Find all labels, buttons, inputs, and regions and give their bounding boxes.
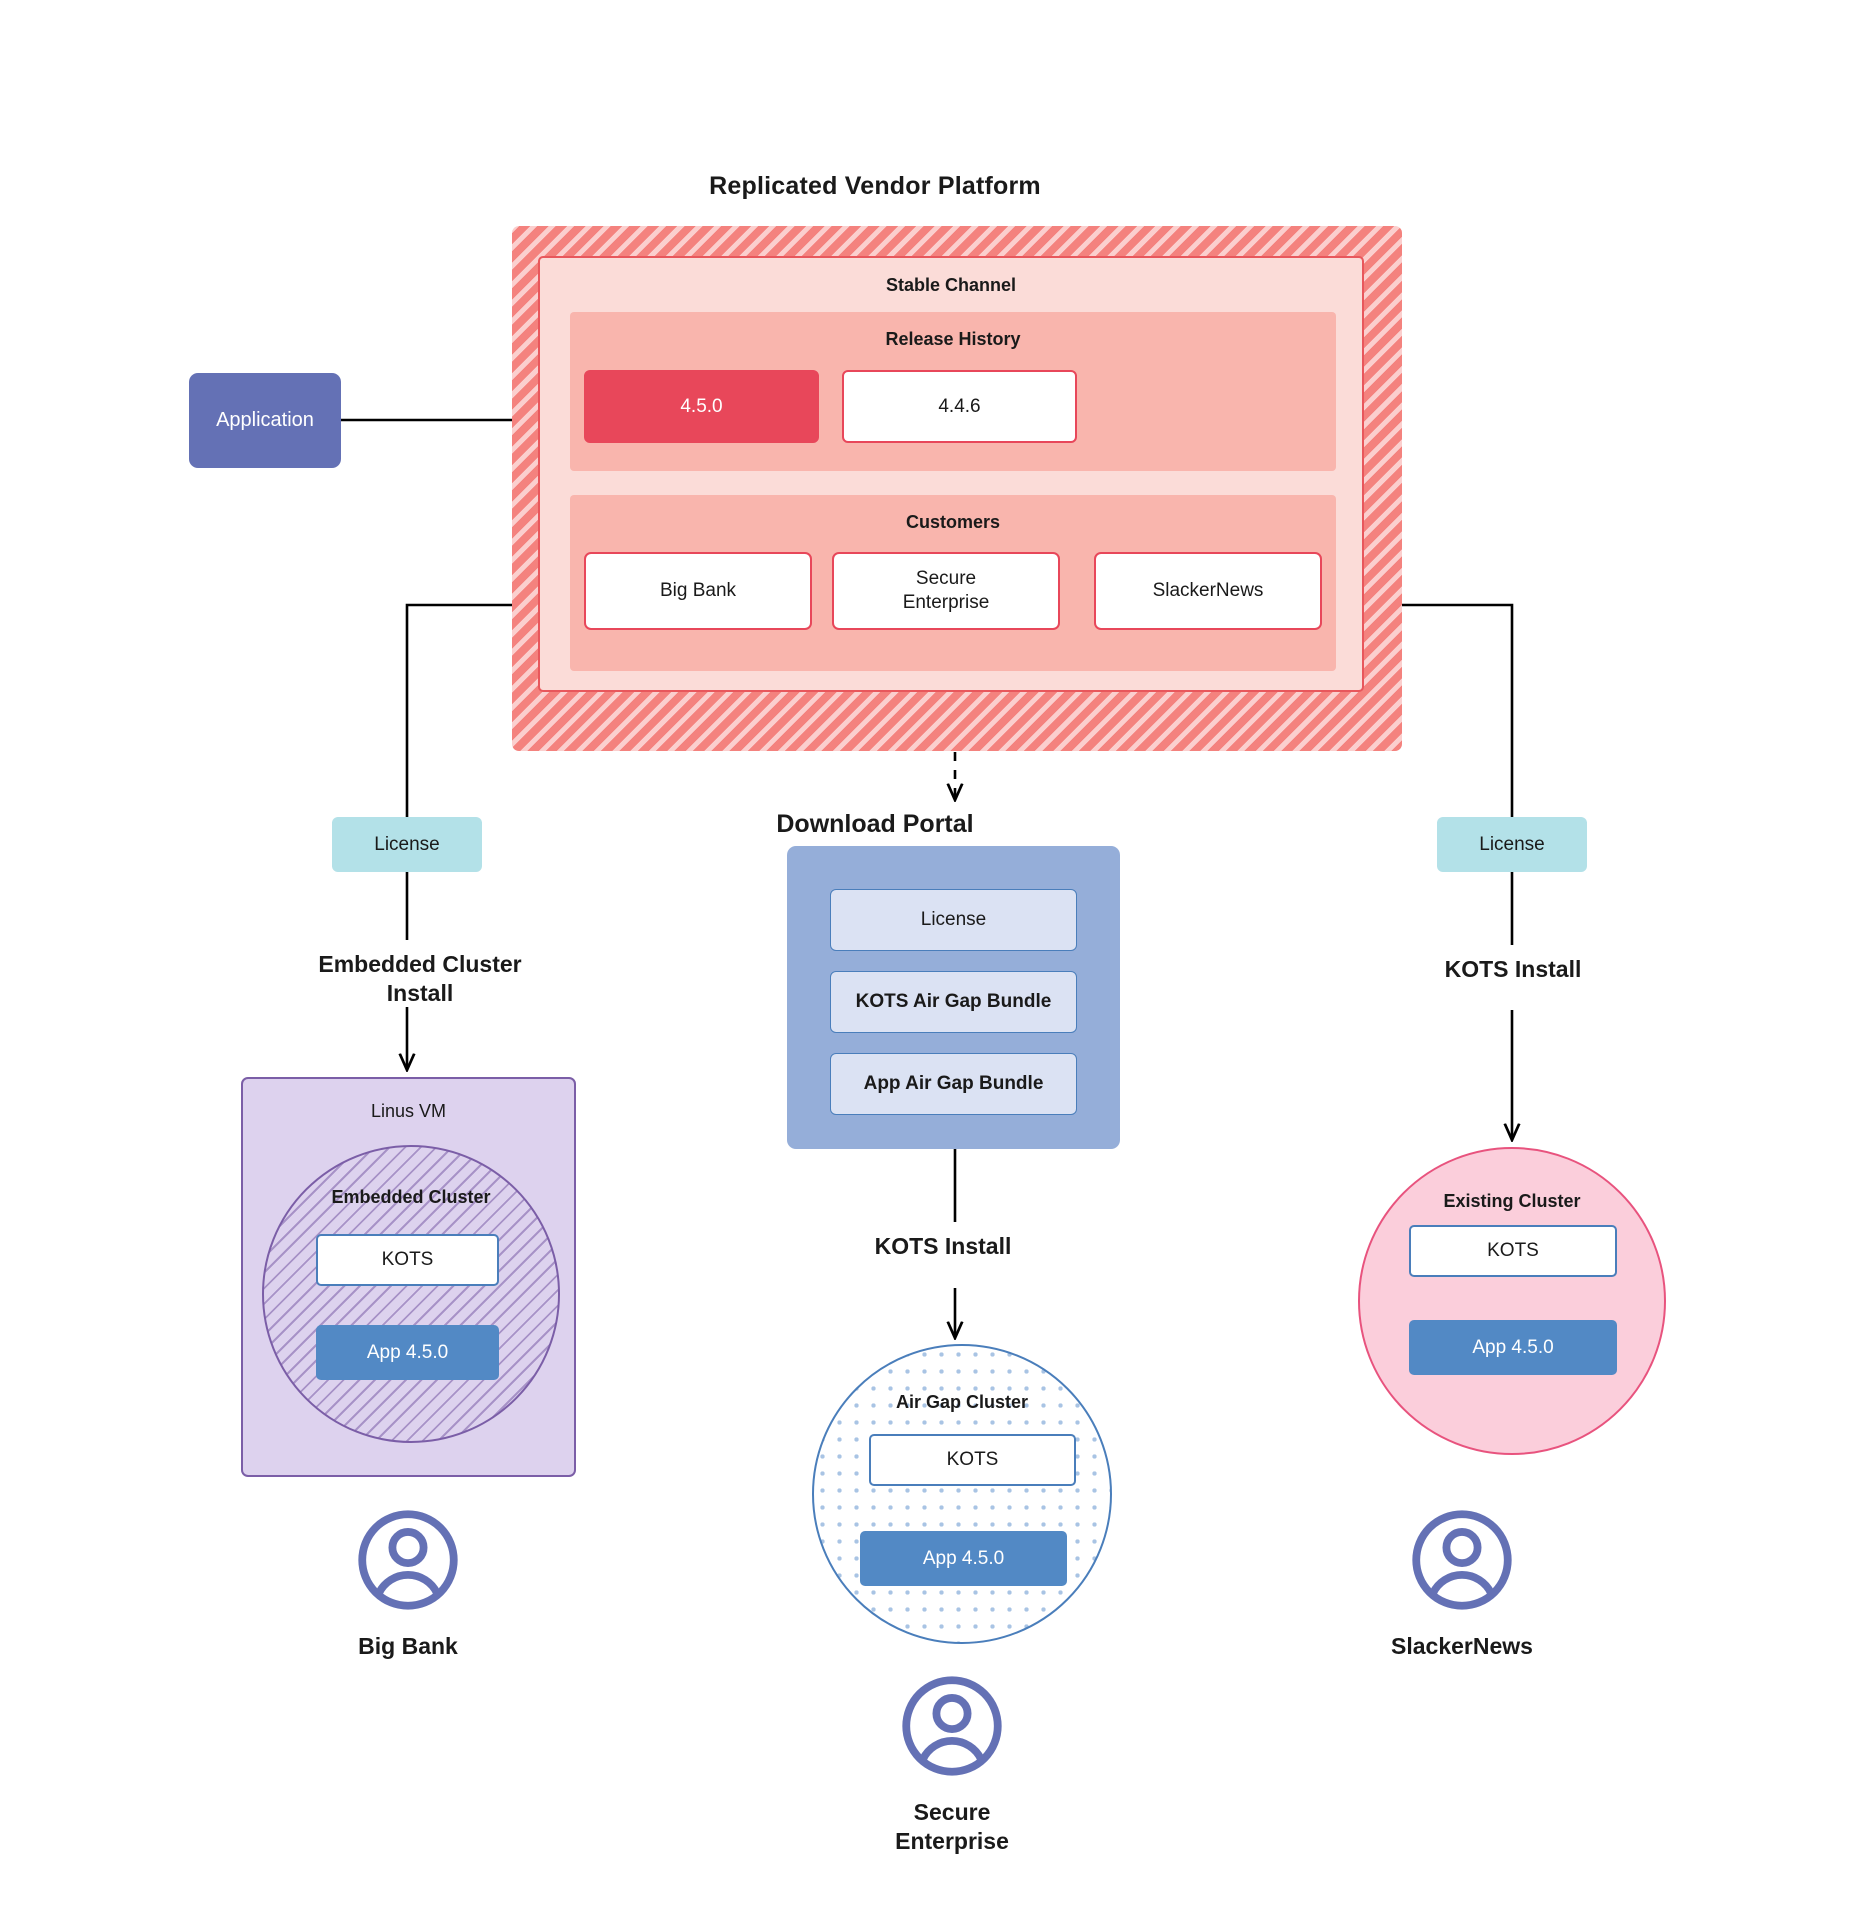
- user-avatar-icon: [902, 1676, 1002, 1776]
- embedded-cluster-kots-box[interactable]: KOTS: [316, 1234, 499, 1286]
- customers-panel: Customers Big Bank Secure Enterprise Sla…: [570, 495, 1336, 671]
- release-history-panel: Release History 4.5.0 4.4.6: [570, 312, 1336, 471]
- download-portal-item-license[interactable]: License: [830, 889, 1077, 951]
- customer-card-slackernews[interactable]: SlackerNews: [1094, 552, 1322, 630]
- download-portal-container: License KOTS Air Gap Bundle App Air Gap …: [787, 846, 1120, 1149]
- edge-label-kots-install-middle: KOTS Install: [874, 1233, 1012, 1259]
- person-label-big-bank: Big Bank: [358, 1633, 458, 1659]
- embedded-cluster-circle: Embedded Cluster: [262, 1145, 560, 1443]
- customer-card-secure-enterprise[interactable]: Secure Enterprise: [832, 552, 1060, 630]
- existing-cluster-kots-box[interactable]: KOTS: [1409, 1225, 1617, 1277]
- download-portal-item-kots-air-gap-bundle[interactable]: KOTS Air Gap Bundle: [830, 971, 1077, 1033]
- air-gap-cluster-kots-box[interactable]: KOTS: [869, 1434, 1076, 1486]
- person-label-secure-enterprise: Secure Enterprise: [895, 1799, 1009, 1855]
- stable-channel-panel: Stable Channel Release History 4.5.0 4.4…: [538, 256, 1364, 692]
- user-avatar-icon: [1412, 1510, 1512, 1610]
- page-title: Replicated Vendor Platform: [709, 172, 1041, 200]
- user-avatar-icon: [358, 1510, 458, 1610]
- person-label-slackernews: SlackerNews: [1391, 1633, 1533, 1659]
- air-gap-cluster-app-box[interactable]: App 4.5.0: [860, 1531, 1067, 1586]
- vendor-platform-container: Stable Channel Release History 4.5.0 4.4…: [512, 226, 1402, 751]
- embedded-cluster-title: Embedded Cluster: [331, 1187, 491, 1207]
- license-node-left[interactable]: License: [332, 817, 482, 872]
- download-portal-item-app-air-gap-bundle[interactable]: App Air Gap Bundle: [830, 1053, 1077, 1115]
- license-node-right[interactable]: License: [1437, 817, 1587, 872]
- edge-label-kots-install-right: KOTS Install: [1444, 956, 1582, 982]
- linus-vm-title: Linus VM: [370, 1101, 447, 1121]
- edge-label-embedded-cluster-install: Embedded Cluster Install: [318, 951, 522, 1007]
- linus-vm-container: Linus VM Embedded Cluster: [241, 1077, 576, 1477]
- existing-cluster-title: Existing Cluster: [1443, 1191, 1581, 1211]
- customers-title: Customers: [905, 512, 1001, 532]
- existing-cluster-app-box[interactable]: App 4.5.0: [1409, 1320, 1617, 1375]
- download-portal-title: Download Portal: [776, 810, 974, 838]
- release-item-previous[interactable]: 4.4.6: [842, 370, 1077, 443]
- air-gap-cluster-title: Air Gap Cluster: [895, 1392, 1029, 1412]
- application-node[interactable]: Application: [189, 373, 341, 468]
- existing-cluster-circle: Existing Cluster: [1358, 1147, 1666, 1455]
- release-history-title: Release History: [885, 329, 1021, 349]
- embedded-cluster-app-box[interactable]: App 4.5.0: [316, 1325, 499, 1380]
- release-item-current[interactable]: 4.5.0: [584, 370, 819, 443]
- stable-channel-title: Stable Channel: [885, 275, 1017, 295]
- customer-card-big-bank[interactable]: Big Bank: [584, 552, 812, 630]
- air-gap-cluster-circle: Air Gap Cluster: [812, 1344, 1112, 1644]
